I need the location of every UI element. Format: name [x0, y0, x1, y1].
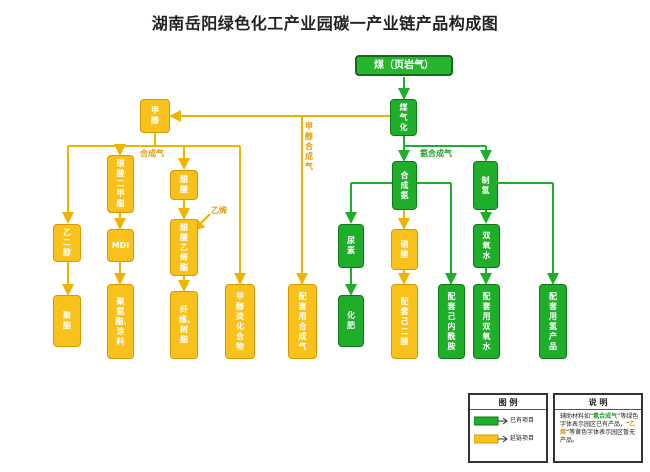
node-fertilizer-label: 化肥 [347, 311, 355, 330]
note-text: 辅助材料如“氨合成气”等绿色字体表示园区已有产品，“乙烯”等黄色字体表示园区暂无… [560, 413, 640, 445]
node-hydrogen-production: 制氢 [473, 161, 498, 210]
node-dimethyl-carbonate-label: 碳酸二甲酯 [116, 159, 125, 208]
note-highlight-yellow: 乙烯 [560, 421, 636, 436]
legend-divider [470, 409, 546, 410]
node-vinyl-acetate-label: 醋酸乙烯酯 [180, 222, 188, 272]
node-coal-gasification: 煤气化 [390, 99, 417, 136]
node-mdi: MDI [107, 229, 134, 262]
node-mdi-label: MDI [111, 240, 130, 250]
legend-title: 图 例 [498, 398, 518, 407]
label-methanol-syngas: 甲醇合成气 [305, 122, 315, 172]
node-supporting-adipic-acid: 配套己二酸 [391, 284, 418, 359]
label-methanol-syngas-text: 甲醇合成气 [305, 122, 313, 171]
note-title: 说 明 [588, 398, 608, 407]
node-coal-label: 煤（页岩气） [374, 59, 434, 71]
node-hydrogen-peroxide-label: 双氧水 [482, 231, 491, 260]
node-supporting-caprolactam-label: 配套己内酰胺 [447, 291, 456, 351]
page-title: 湖南岳阳绿色化工产业园碳一产业链产品构成图 [151, 14, 499, 33]
node-synthetic-ammonia: 合成氨 [392, 161, 417, 210]
node-polyurethane-coatings-label: 聚氨酯、涂料 [115, 296, 132, 346]
node-methanol-compounds-label: 甲醇类化合物 [236, 291, 244, 351]
node-fiber-resin: 纤维、树脂 [170, 291, 198, 359]
label-ethylene: 乙烯 [211, 206, 227, 215]
node-acetic-acid: 醋酸 [170, 170, 198, 200]
node-nitric-acid-label: 硝酸 [400, 239, 409, 259]
node-acetic-acid-label: 醋酸 [180, 175, 188, 194]
node-methanol-label: 甲醇 [151, 106, 159, 125]
node-supporting-hydrogen-peroxide: 配套用双氧水 [473, 284, 500, 359]
note-text-part-1: 辅助材料如“ [560, 413, 594, 420]
node-polyester-label: 聚酯 [63, 311, 71, 330]
node-coal: 煤（页岩气） [355, 55, 453, 76]
node-supporting-hydrogen-products-label: 配套用氢产品 [549, 291, 557, 351]
node-hydrogen-production-label: 制氢 [481, 175, 490, 195]
node-supporting-adipic-acid-label: 配套己二酸 [400, 296, 409, 346]
note-divider [555, 409, 641, 410]
label-ammonia-syngas: 氨合成气 [420, 149, 452, 158]
legend-extension-label: 延链项目 [510, 435, 535, 442]
node-hydrogen-peroxide: 双氧水 [473, 224, 500, 268]
node-vinyl-acetate: 醋酸乙烯酯 [170, 219, 198, 276]
node-synthetic-ammonia-label: 合成氨 [400, 170, 409, 200]
node-urea-label: 尿素 [347, 236, 355, 255]
node-supporting-syngas: 配套用合成气 [288, 284, 317, 359]
node-polyurethane-coatings: 聚氨酯、涂料 [107, 284, 134, 359]
node-supporting-syngas-label: 配套用合成气 [298, 291, 307, 351]
legend-box: 图 例 已有项目 延链项目 [468, 393, 548, 463]
note-text-part-2: ”等绿色字体表示园区已有产品，“ [560, 413, 639, 428]
legend-existing-swatch-icon [474, 416, 508, 426]
node-methanol: 甲醇 [140, 99, 170, 133]
node-methanol-compounds: 甲醇类化合物 [225, 284, 255, 359]
node-supporting-hydrogen-products: 配套用氢产品 [539, 284, 567, 359]
node-supporting-caprolactam: 配套己内酰胺 [438, 284, 465, 359]
note-box: 说 明 辅助材料如“氨合成气”等绿色字体表示园区已有产品，“乙烯”等黄色字体表示… [553, 393, 643, 463]
label-syngas: 合成气 [140, 149, 164, 158]
node-polyester: 聚酯 [53, 295, 81, 347]
legend-existing-label: 已有项目 [510, 417, 535, 424]
node-supporting-hydrogen-peroxide-label: 配套用双氧水 [482, 291, 491, 351]
node-fiber-resin-label: 纤维、树脂 [179, 305, 195, 344]
note-highlight-green: 氨合成气 [593, 413, 618, 420]
legend-extension-swatch-icon [474, 434, 508, 444]
node-coal-gasification-label: 煤气化 [399, 102, 408, 132]
node-nitric-acid: 硝酸 [391, 229, 418, 270]
note-text-part-3: ”等黄色字体表示园区暂无产品。 [560, 429, 636, 444]
node-ethylene-glycol: 乙二醇 [53, 224, 81, 262]
node-dimethyl-carbonate: 碳酸二甲酯 [107, 155, 134, 213]
node-fertilizer: 化肥 [338, 295, 364, 347]
node-ethylene-glycol-label: 乙二醇 [63, 228, 71, 257]
node-urea: 尿素 [338, 224, 364, 268]
